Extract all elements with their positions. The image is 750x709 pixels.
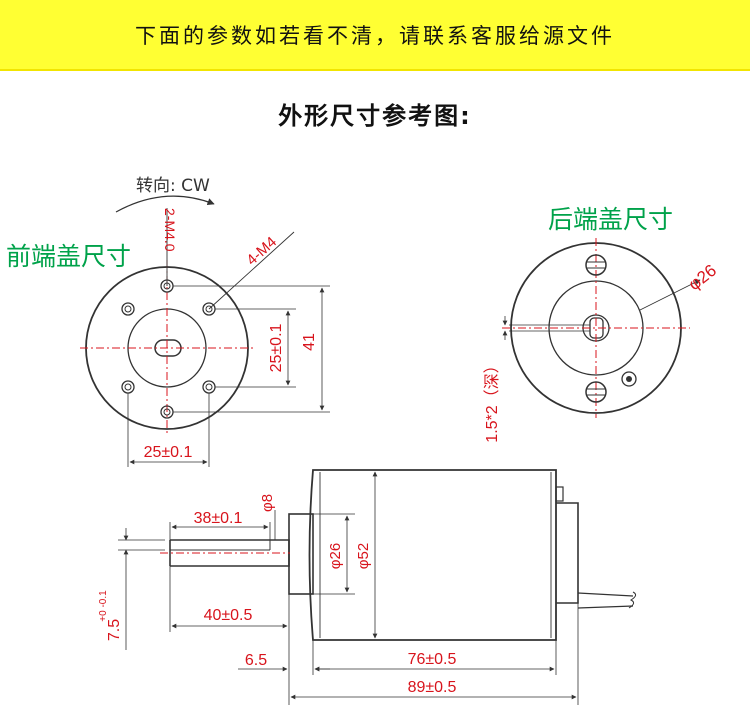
- brush-screw: [585, 381, 607, 403]
- hole-callout-2m4: 2-M4.0: [162, 208, 178, 252]
- dim-shaft-length: 38±0.1: [194, 510, 243, 527]
- leader-line: [639, 279, 701, 311]
- rear-cover-label: 后端盖尺寸: [548, 205, 673, 234]
- notice-banner: 下面的参数如若看不清，请联系客服给源文件: [0, 0, 750, 71]
- dim-boss-dia: φ26: [327, 543, 344, 569]
- leader-line: [208, 231, 295, 310]
- dim-body-length: 76±0.5: [408, 651, 457, 668]
- end-cap-tab: [555, 486, 564, 502]
- motor-side-view: 38±0.1 φ8 φ26 φ52 7.5 +0 -0.1 40±0.5 6.5: [98, 469, 637, 705]
- rear-dia-callout: φ26: [685, 261, 720, 294]
- dim-shaft-total: 40±0.5: [204, 607, 253, 624]
- mount-hole: [121, 302, 135, 316]
- mount-hole: [121, 380, 135, 394]
- rear-cap: [556, 502, 579, 604]
- rotation-label: 转向: CW: [136, 176, 210, 196]
- dim-total-length: 89±0.5: [408, 679, 457, 696]
- terminal-rivet: [621, 371, 637, 387]
- front-end-cover-view: 转向: CW 前端盖尺寸 2-M4.0 4-M4 25±0.1 41 25±0.…: [6, 176, 330, 467]
- dim-body-dia: φ52: [355, 543, 372, 569]
- front-cover-label: 前端盖尺寸: [6, 242, 131, 271]
- notice-text: 下面的参数如若看不清，请联系客服给源文件: [135, 24, 615, 48]
- rotation-arrow: [115, 195, 215, 213]
- rear-end-cover-view: 后端盖尺寸 φ26 1.5*2（深）: [483, 205, 720, 443]
- motor-dimension-drawing: 转向: CW 前端盖尺寸 2-M4.0 4-M4 25±0.1 41 25±0.…: [6, 176, 720, 705]
- dim-shaft-dia: φ8: [259, 494, 276, 512]
- dim-front-vertical-outer: 41: [301, 333, 318, 351]
- page-title: 外形尺寸参考图:: [278, 102, 472, 130]
- mount-hole: [202, 380, 216, 394]
- dim-front-horizontal: 25±0.1: [144, 444, 193, 461]
- dim-flat-depth: 7.5: [106, 619, 123, 641]
- brush-screw: [585, 254, 607, 276]
- dim-flat-tolerance: +0 -0.1: [98, 590, 109, 622]
- hole-callout-4m4: 4-M4: [243, 233, 280, 269]
- rear-depth-callout: 1.5*2（深）: [483, 357, 501, 442]
- dim-front-vertical-inner: 25±0.1: [268, 323, 285, 372]
- lead-wires: [577, 592, 634, 609]
- dim-boss-length: 6.5: [245, 652, 267, 669]
- rear-boss-circle: [548, 280, 644, 376]
- motor-body: [308, 469, 557, 641]
